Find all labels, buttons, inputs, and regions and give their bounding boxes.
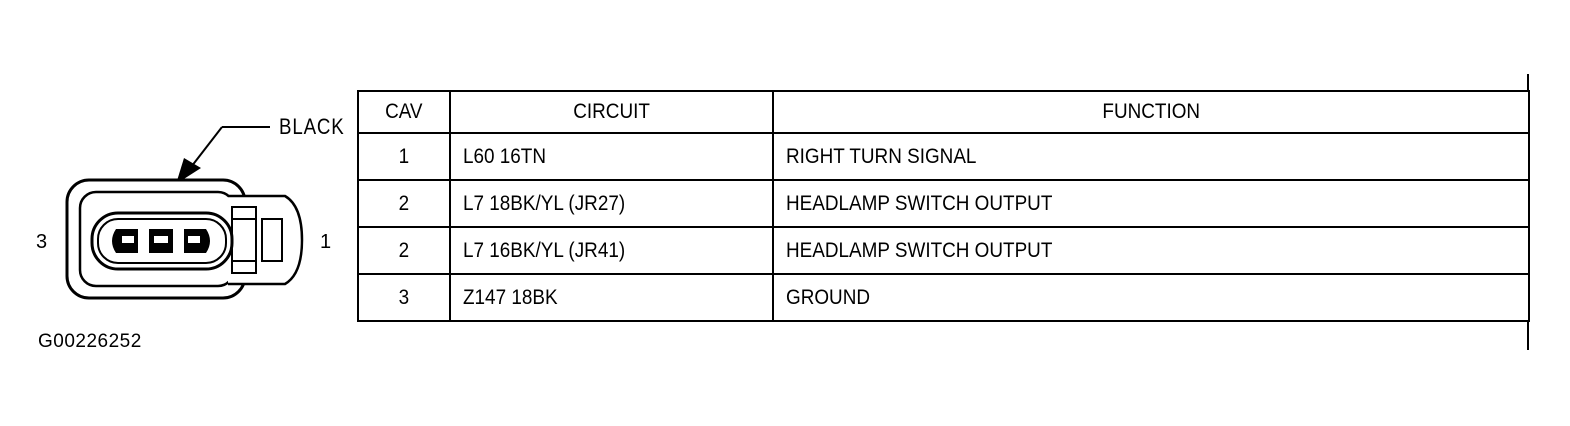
cell-circuit: Z147 18BK: [449, 273, 774, 322]
cell-function: RIGHT TURN SIGNAL: [772, 132, 1530, 181]
connector-diagram: [65, 126, 304, 300]
table-row: 2 L7 18BK/YL (JR27) HEADLAMP SWITCH OUTP…: [357, 179, 1530, 228]
header-circuit: CIRCUIT: [449, 90, 774, 134]
header-cav: CAV: [357, 90, 451, 134]
cell-function: GROUND: [772, 273, 1530, 322]
cell-function: HEADLAMP SWITCH OUTPUT: [772, 226, 1530, 275]
cell-cav: 2: [357, 226, 451, 275]
cell-function: HEADLAMP SWITCH OUTPUT: [772, 179, 1530, 228]
connector-color-label: BLACK: [279, 114, 345, 139]
border-line-top: [1527, 74, 1529, 92]
cell-cav: 3: [357, 273, 451, 322]
pin-number-right: 1: [320, 231, 332, 253]
leader-arrow: [176, 126, 270, 184]
pin-number-left: 3: [36, 231, 48, 253]
cavity-1: [184, 229, 210, 253]
cavity-2: [149, 229, 173, 253]
pinout-table: CAV CIRCUIT FUNCTION 1 L60 16TN RIGHT TU…: [357, 90, 1530, 322]
cell-circuit: L60 16TN: [449, 132, 774, 181]
cell-cav: 2: [357, 179, 451, 228]
cell-circuit: L7 16BK/YL (JR41): [449, 226, 774, 275]
cell-cav: 1: [357, 132, 451, 181]
header-function: FUNCTION: [772, 90, 1530, 134]
table-row: 3 Z147 18BK GROUND: [357, 273, 1530, 322]
cavity-3: [112, 229, 138, 253]
table-row: 2 L7 16BK/YL (JR41) HEADLAMP SWITCH OUTP…: [357, 226, 1530, 275]
cell-circuit: L7 18BK/YL (JR27): [449, 179, 774, 228]
table-header-row: CAV CIRCUIT FUNCTION: [357, 90, 1530, 134]
border-line-bottom: [1527, 320, 1529, 350]
table-row: 1 L60 16TN RIGHT TURN SIGNAL: [357, 132, 1530, 181]
figure-id: G00226252: [38, 331, 142, 352]
